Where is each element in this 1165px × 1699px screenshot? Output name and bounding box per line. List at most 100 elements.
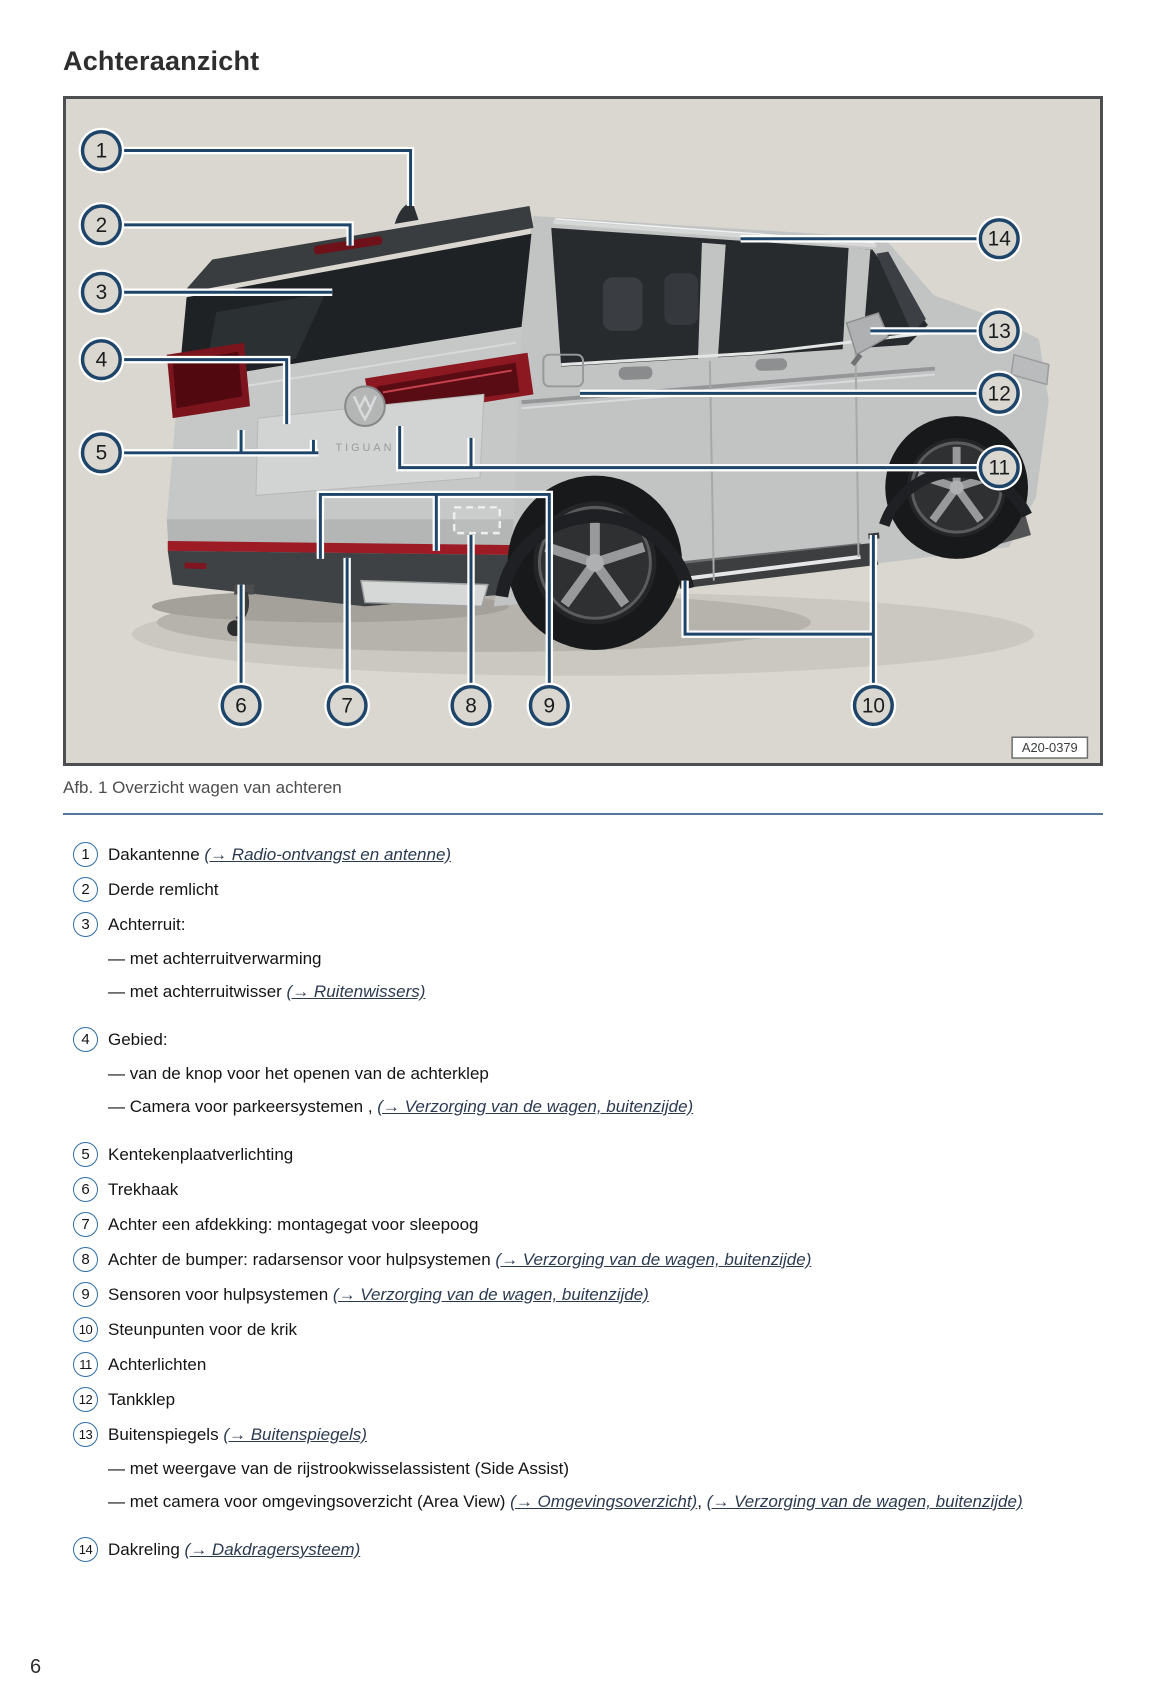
model-badge: TIGUAN <box>335 442 394 454</box>
figure-image: TIGUAN <box>63 96 1103 766</box>
legend-item-number: 5 <box>73 1142 98 1167</box>
cross-reference-link[interactable]: (→ Radio-ontvangst en antenne) <box>204 845 452 864</box>
leader-lines <box>101 146 981 686</box>
callout-12: 12 <box>976 370 1023 417</box>
legend-subitem: — Camera voor parkeersystemen , (→ Verzo… <box>108 1095 1103 1118</box>
callout-3: 3 <box>78 269 125 316</box>
legend-item: 1 Dakantenne (→ Radio-ontvangst en antenn… <box>63 842 1103 867</box>
svg-text:5: 5 <box>96 442 108 465</box>
cross-reference-link[interactable]: (→ Dakdragersysteem) <box>184 1540 361 1559</box>
image-code-label: A20-0379 <box>1011 736 1089 759</box>
legend-text: — met achterruitverwarming <box>108 949 322 968</box>
legend-item-number: 11 <box>73 1352 98 1377</box>
callout-13: 13 <box>976 308 1023 354</box>
legend-text: — met achterruitwisser <box>108 982 287 1001</box>
legend-text: Achter de bumper: radarsensor voor hulps… <box>108 1250 496 1269</box>
legend-item: 14 Dakreling (→ Dakdragersysteem) <box>63 1537 1103 1562</box>
callout-11: 11 <box>976 444 1023 491</box>
legend-item: 12 Tankklep <box>63 1387 1103 1412</box>
svg-text:9: 9 <box>544 694 556 717</box>
svg-text:4: 4 <box>96 349 108 372</box>
legend-item-label: Buitenspiegels (→ Buitenspiegels) <box>108 1422 1103 1447</box>
legend-item-label: Dakantenne (→ Radio-ontvangst en antenne… <box>108 842 1103 867</box>
svg-text:3: 3 <box>96 281 108 304</box>
cross-reference-link[interactable]: (→ Buitenspiegels) <box>223 1425 367 1444</box>
cross-reference-link[interactable]: (→ Verzorging van de wagen, buitenzijde) <box>377 1097 694 1116</box>
legend-text: Achterlichten <box>108 1355 207 1374</box>
legend-subitem: — van de knop voor het openen van de ach… <box>108 1062 1103 1085</box>
legend-item-number: 13 <box>73 1422 98 1447</box>
legend-item-number: 10 <box>73 1317 98 1342</box>
legend-item-label: Derde remlicht <box>108 877 1103 902</box>
legend-item-number: 12 <box>73 1387 98 1412</box>
legend-item-number: 9 <box>73 1282 98 1307</box>
cross-reference-link[interactable]: (→ Omgevingsoverzicht) <box>510 1492 698 1511</box>
legend-item-label: Achter de bumper: radarsensor voor hulps… <box>108 1247 1103 1272</box>
page-content: Achteraanzicht <box>63 46 1103 1562</box>
svg-text:1: 1 <box>96 139 108 162</box>
legend-subitem: — met camera voor omgevingsoverzicht (Ar… <box>108 1490 1103 1513</box>
legend-item-label: Tankklep <box>108 1387 1103 1412</box>
figure-callouts: 1 2 3 4 5 6 7 8 9 10 11 12 13 14 <box>78 127 1023 729</box>
callout-9: 9 <box>526 682 573 729</box>
callout-4: 4 <box>78 336 125 383</box>
callout-8: 8 <box>448 682 494 729</box>
legend-item-number: 14 <box>73 1537 98 1562</box>
callout-2: 2 <box>78 202 125 248</box>
legend-item-number: 2 <box>73 877 98 902</box>
legend-text: Dakreling <box>108 1540 185 1559</box>
legend-text: Buitenspiegels <box>108 1425 224 1444</box>
svg-text:11: 11 <box>988 457 1010 480</box>
bumper-red-strip <box>167 541 511 555</box>
radar-sensor-area <box>452 506 501 535</box>
legend-subitem: — met achterruitwisser (→ Ruitenwissers) <box>108 980 1103 1003</box>
page-number: 6 <box>30 1656 42 1678</box>
svg-text:12: 12 <box>988 382 1011 405</box>
legend-item: 5 Kentekenplaatverlichting <box>63 1142 1103 1167</box>
cross-reference-link[interactable]: (→ Verzorging van de wagen, buitenzijde) <box>495 1250 812 1269</box>
callout-1: 1 <box>78 127 125 174</box>
legend-text: — van de knop voor het openen van de ach… <box>108 1064 489 1083</box>
callout-10: 10 <box>850 682 897 729</box>
svg-text:A20-0379: A20-0379 <box>1022 740 1078 755</box>
legend-item-number: 8 <box>73 1247 98 1272</box>
rear-wheel-arch <box>495 509 695 598</box>
legend-text: Tankklep <box>108 1390 176 1409</box>
legend-item-label: Dakreling (→ Dakdragersysteem) <box>108 1537 1103 1562</box>
svg-text:14: 14 <box>988 228 1011 251</box>
callout-6: 6 <box>218 682 264 729</box>
legend-text: Derde remlicht <box>108 880 219 899</box>
callout-5: 5 <box>78 430 125 476</box>
legend-text: , <box>697 1492 707 1511</box>
legend-item-label: Achterruit: <box>108 912 1103 937</box>
cross-reference-link[interactable]: (→ Ruitenwissers) <box>286 982 426 1001</box>
svg-text:2: 2 <box>96 214 108 237</box>
page-title: Achteraanzicht <box>63 46 260 76</box>
legend-text: Dakantenne <box>108 845 205 864</box>
rear-spoiler <box>182 206 534 294</box>
svg-text:13: 13 <box>988 320 1011 343</box>
legend-text: — met weergave van de rijstrookwisselass… <box>108 1459 570 1478</box>
cross-reference-link[interactable]: (→ Verzorging van de wagen, buitenzijde) <box>706 1492 1023 1511</box>
cross-reference-link[interactable]: (→ Verzorging van de wagen, buitenzijde) <box>332 1285 649 1304</box>
legend-item: 13 Buitenspiegels (→ Buitenspiegels) — met… <box>63 1422 1103 1527</box>
legend-item-label: Gebied: <box>108 1027 1103 1052</box>
legend-text: — met camera voor omgevingsoverzicht (Ar… <box>108 1492 511 1511</box>
legend-item-label: Kentekenplaatverlichting <box>108 1142 1103 1167</box>
front-wheel-arch <box>879 466 1032 527</box>
legend-item-label: Steunpunten voor de krik <box>108 1317 1103 1342</box>
legend-item: 8 Achter de bumper: radarsensor voor hulp… <box>63 1247 1103 1272</box>
legend-item-number: 1 <box>73 842 98 867</box>
svg-text:6: 6 <box>235 694 247 717</box>
legend-text: Gebied: <box>108 1030 168 1049</box>
legend-item: 10 Steunpunten voor de krik <box>63 1317 1103 1342</box>
legend-item-number: 6 <box>73 1177 98 1202</box>
car-rear-view-illustration: TIGUAN <box>67 99 1099 763</box>
legend-item-number: 4 <box>73 1027 98 1052</box>
roof-antenna <box>394 202 419 224</box>
callout-14: 14 <box>976 215 1023 262</box>
rear-wheel <box>507 475 683 651</box>
